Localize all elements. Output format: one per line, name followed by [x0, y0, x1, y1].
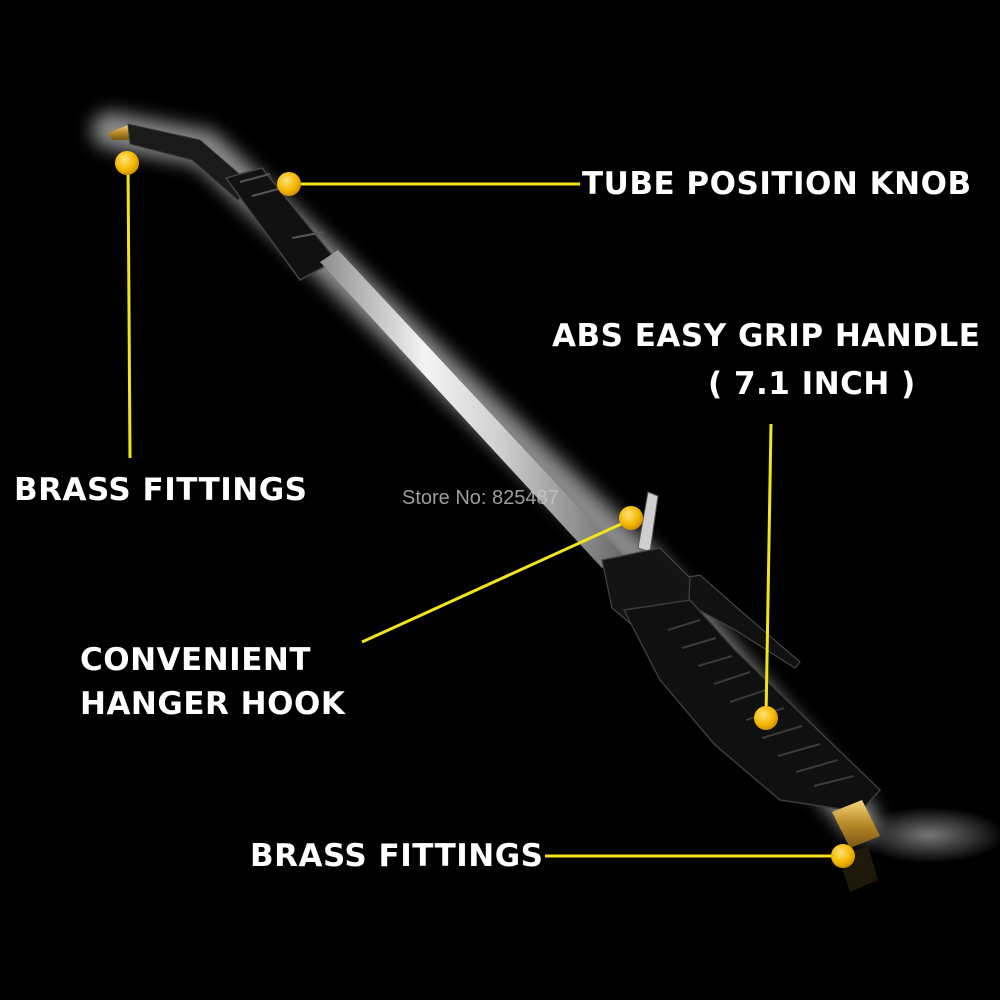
callout-dot-brass-top	[115, 151, 139, 175]
label-brass-fittings-bottom: BRASS FITTINGS	[250, 838, 544, 874]
label-hanger-line1: CONVENIENT	[80, 642, 311, 678]
label-abs-grip-line1: ABS EASY GRIP HANDLE	[552, 318, 981, 354]
callout-dot-hanger	[619, 506, 643, 530]
callout-lines	[126, 161, 842, 858]
callout-line-grip	[764, 423, 773, 719]
grip-ribs	[667, 619, 855, 787]
label-hanger-line2: HANGER HOOK	[80, 686, 346, 722]
label-tube-position-knob: TUBE POSITION KNOB	[582, 166, 972, 202]
callout-dot-grip	[754, 706, 778, 730]
label-abs-grip-line2: ( 7.1 INCH )	[708, 366, 916, 402]
nozzle-brass-tip	[108, 125, 134, 140]
callout-line-brass-top	[126, 161, 132, 459]
store-watermark: Store No: 825487	[402, 487, 559, 509]
nozzle-angled	[127, 123, 253, 201]
callout-line-hanger	[361, 518, 631, 644]
bottom-brass-fitting	[832, 800, 880, 848]
callout-dots	[115, 151, 855, 868]
label-brass-fittings-top: BRASS FITTINGS	[14, 472, 308, 508]
callout-dot-brass-bottom	[831, 844, 855, 868]
stainless-tube	[320, 250, 622, 568]
callout-dot-tube-knob	[277, 172, 301, 196]
spray-mist	[855, 807, 1000, 863]
